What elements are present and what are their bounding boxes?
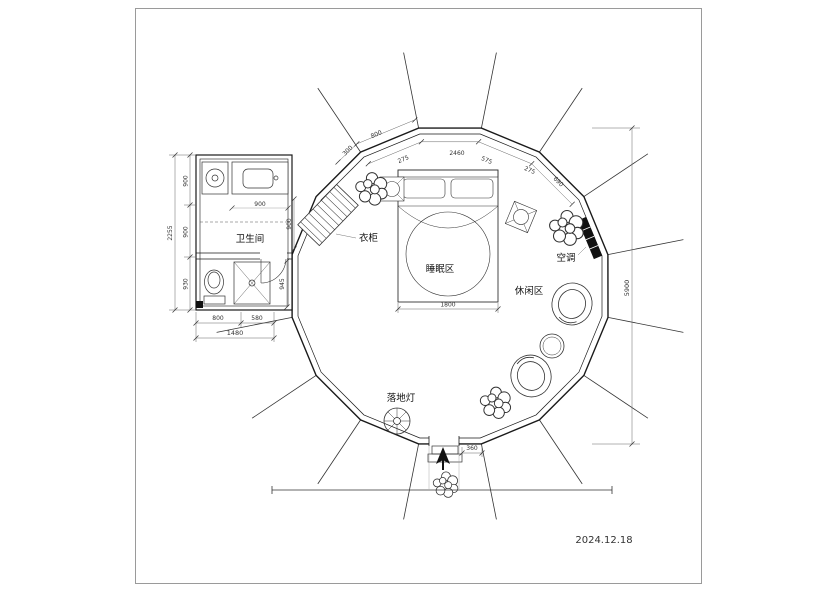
label-floor-lamp: 落地灯 <box>387 392 416 404</box>
dim-bath-door-text: 900 <box>286 218 293 230</box>
floor-lamp-symbol <box>383 407 411 435</box>
label-wardrobe: 衣柜 <box>359 232 379 244</box>
entry-arrow <box>436 447 450 464</box>
dim-overall-height: 5900 <box>592 125 640 447</box>
pillow-right <box>450 178 494 199</box>
label-air-conditioner: 空调 <box>556 252 575 264</box>
toilet <box>203 269 226 305</box>
leisure-furniture <box>504 278 598 403</box>
dim-top-a-text: 275 <box>397 154 410 165</box>
shower-tray <box>233 261 271 305</box>
dim-entrance-text: 360 <box>466 445 478 452</box>
dim-bed-width: 1800 <box>395 302 501 313</box>
dim-top-c-text: 575 <box>480 155 493 166</box>
guy-lines <box>216 52 684 520</box>
dim-left-chain: 900 900 930 <box>183 152 196 313</box>
label-sleeping-area: 睡眠区 <box>426 263 455 275</box>
dim-top-left-a-text: 300 <box>341 144 354 157</box>
dim-left-lower-text: 930 <box>183 278 190 290</box>
bathroom <box>195 154 293 311</box>
dim-bath-width-total-text: 1480 <box>227 329 244 337</box>
dim-bath-width-b-text: 580 <box>251 315 263 322</box>
dim-left-upper-text: 900 <box>183 175 190 187</box>
dim-overall-height-text: 5900 <box>623 280 631 297</box>
wall-section-fill <box>196 301 203 308</box>
dim-bath-door: 900 <box>286 196 297 252</box>
label-leisure-area: 休闲区 <box>515 285 544 297</box>
entrance-steps <box>427 445 463 470</box>
dim-bath-width-a-text: 800 <box>212 315 224 322</box>
bed <box>397 169 499 303</box>
dim-bath-bottom: 800 580 1480 <box>193 312 277 342</box>
dim-left-middle-text: 900 <box>183 226 190 238</box>
ac-leader <box>577 246 587 256</box>
entrance-projection-lines <box>428 446 460 489</box>
dim-top-d-text: 275 <box>523 165 536 176</box>
dim-left-total-text: 2255 <box>167 225 174 240</box>
dim-bath-counter-text: 900 <box>254 201 266 208</box>
dim-bed-width-text: 1800 <box>440 302 455 309</box>
air-conditioner-unit <box>577 216 603 260</box>
label-bathroom: 卫生间 <box>236 233 265 245</box>
dim-left-total: 2255 <box>167 152 196 313</box>
dim-bath-lower-height: 945 <box>279 258 290 310</box>
title-block-date: 2024.12.18 <box>575 535 632 546</box>
sheet-border <box>135 8 702 584</box>
headboard <box>397 169 499 178</box>
duvet-circle <box>405 211 491 297</box>
sink-counter <box>231 161 289 195</box>
dim-entrance: 360 <box>459 445 485 457</box>
bath-door-opening <box>260 250 287 261</box>
dim-top-left-b-text: 800 <box>370 129 383 140</box>
plant-entrance <box>432 471 459 498</box>
dim-top-b-text: 2460 <box>449 150 464 157</box>
entrance-opening <box>429 436 459 446</box>
entrance-jambs <box>428 436 460 446</box>
wardrobe <box>297 183 359 247</box>
dim-bath-counter: 900 <box>229 201 291 211</box>
dim-bath-lower-height-text: 945 <box>279 278 286 290</box>
wardrobe-leader <box>335 233 357 239</box>
washing-machine <box>201 161 229 195</box>
ground-line <box>271 486 613 494</box>
round-table <box>539 333 565 359</box>
